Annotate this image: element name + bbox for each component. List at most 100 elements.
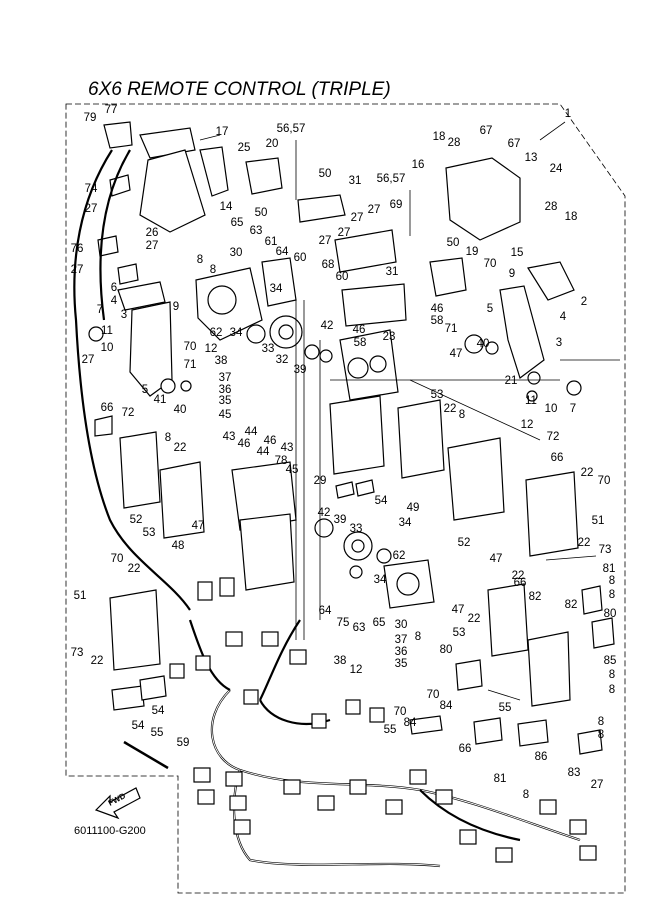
part-callout: 70 (484, 258, 497, 270)
part-callout: 70 (598, 475, 611, 487)
part-callout: 80 (604, 608, 617, 620)
part-callout: 73 (599, 544, 612, 556)
right-upper-parts (429, 157, 582, 402)
part-callout: 8 (415, 631, 421, 643)
part-callout: 65 (231, 217, 244, 229)
part-callout: 37 (219, 372, 232, 384)
part-callout: 45 (286, 464, 299, 476)
part-callout: 53 (431, 389, 444, 401)
part-callout: 34 (374, 574, 387, 586)
part-callout: 47 (490, 553, 503, 565)
part-callout: 86 (535, 751, 548, 763)
part-callout: 77 (105, 104, 118, 116)
part-callout: 66 (514, 577, 527, 589)
part-callout: 35 (395, 658, 408, 670)
part-callout: 69 (390, 199, 403, 211)
part-callout: 60 (336, 271, 349, 283)
part-callout: 40 (477, 338, 490, 350)
part-callout: 39 (294, 364, 307, 376)
left-upper-parts (88, 121, 229, 437)
part-callout: 53 (143, 527, 156, 539)
part-callout: 84 (440, 700, 453, 712)
part-callout: 3 (121, 309, 127, 321)
part-callout: 55 (151, 727, 164, 739)
part-callout: 31 (349, 175, 362, 187)
part-callout: 8 (609, 669, 615, 681)
part-callout: 55 (499, 702, 512, 714)
part-callout: 4 (560, 311, 567, 323)
part-callout: 22 (578, 537, 591, 549)
part-callout: 65 (373, 617, 386, 629)
part-callout: 1 (565, 108, 571, 120)
part-callout: 66 (459, 743, 472, 755)
part-callout: 63 (353, 622, 366, 634)
part-callout: 44 (245, 426, 258, 438)
part-callout: 46 (353, 324, 366, 336)
part-callout: 46 (238, 438, 251, 450)
part-callout: 68 (322, 259, 335, 271)
part-callout: 8 (598, 716, 604, 728)
leader-lines (199, 121, 620, 701)
part-callout: 11 (525, 395, 537, 407)
part-callout: 45 (219, 409, 232, 421)
part-callout: 75 (337, 617, 350, 629)
part-callout: 72 (122, 407, 135, 419)
part-callout: 32 (276, 354, 289, 366)
part-callout: 27 (338, 227, 351, 239)
part-callout: 27 (368, 204, 381, 216)
part-callout: 22 (128, 563, 141, 575)
part-callout: 34 (399, 517, 412, 529)
part-callout: 64 (319, 605, 332, 617)
part-callout: 74 (85, 183, 98, 195)
part-callout: 8 (197, 254, 203, 266)
part-callout: 22 (174, 442, 187, 454)
part-callout: 31 (386, 266, 399, 278)
part-callout: 9 (509, 268, 515, 280)
part-callout: 27 (319, 235, 332, 247)
part-callout: 11 (101, 325, 113, 337)
part-callout: 47 (452, 604, 465, 616)
part-callout: 36 (219, 384, 232, 396)
part-callout: 50 (447, 237, 460, 249)
part-callout: 27 (351, 212, 364, 224)
part-callout: 10 (101, 342, 114, 354)
part-callout: 13 (525, 152, 538, 164)
part-callout: 22 (444, 403, 457, 415)
part-callout: 60 (294, 252, 307, 264)
part-callout: 84 (404, 717, 417, 729)
part-callout: 30 (395, 619, 408, 631)
part-callout: 70 (184, 341, 197, 353)
part-callout: 51 (74, 590, 87, 602)
part-callout: 72 (547, 431, 560, 443)
part-callout: 53 (453, 627, 466, 639)
part-callout: 43 (223, 431, 236, 443)
part-callout: 27 (82, 354, 95, 366)
part-callout: 4 (111, 295, 118, 307)
middle-control-units (109, 395, 615, 707)
drawing-code: 6011100-G200 (74, 825, 146, 837)
part-callout: 19 (466, 246, 479, 258)
part-callout: 73 (71, 647, 84, 659)
part-callout: 2 (581, 296, 587, 308)
part-callout: 39 (334, 514, 347, 526)
part-callout: 40 (174, 404, 187, 416)
part-callout: 47 (450, 348, 463, 360)
part-callout: 36 (395, 646, 408, 658)
part-callout: 27 (591, 779, 604, 791)
part-callout: 12 (521, 419, 534, 431)
part-callout: 38 (334, 655, 347, 667)
part-callout: 17 (216, 126, 229, 138)
part-callout: 8 (609, 575, 615, 587)
part-callout: 82 (529, 591, 542, 603)
part-callout: 63 (250, 225, 263, 237)
part-callout: 14 (220, 201, 233, 213)
part-callout: 18 (565, 211, 578, 223)
part-callout: 24 (550, 163, 563, 175)
part-callout: 34 (270, 283, 283, 295)
part-callout: 20 (266, 138, 279, 150)
harness-connectors (169, 577, 597, 863)
part-callout: 38 (215, 355, 228, 367)
part-callout: 70 (394, 706, 407, 718)
part-callout: 67 (508, 138, 521, 150)
